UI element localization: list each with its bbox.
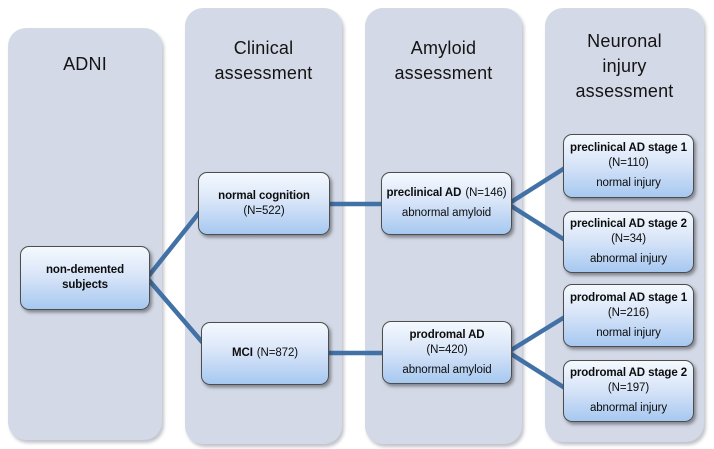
node-count: (N=146) <box>465 187 507 199</box>
node-title: prodromal AD stage 2 <box>569 367 688 379</box>
connector <box>506 313 570 354</box>
node-title: prodromal AD stage 1 <box>569 291 688 304</box>
node-title: prodromal AD <box>409 328 485 341</box>
node-title: preclinical AD stage 2 <box>570 218 687 230</box>
column-title-clinical: Clinical assessment <box>185 36 342 86</box>
connector <box>145 276 211 352</box>
column-title-line: assessment <box>575 81 674 101</box>
column-adni <box>8 28 162 440</box>
node-title: subjects <box>62 279 108 291</box>
column-title-line: assessment <box>394 63 493 83</box>
node-title: non-demented <box>45 264 125 276</box>
node-normal-cognition: normal cognition (N=522) <box>198 172 330 235</box>
node-status: abnormal amyloid <box>401 207 492 219</box>
node-preclinical-ad-stage-2: preclinical AD stage 2 (N=34) abnormal i… <box>563 211 694 273</box>
node-status: abnormal injury <box>589 253 668 265</box>
column-title-line: injury <box>602 56 647 76</box>
node-count: (N=872) <box>256 347 298 359</box>
column-title-line: Clinical <box>233 38 294 58</box>
column-title-adni: ADNI <box>8 52 162 77</box>
node-prodromal-ad-stage-1: prodromal AD stage 1 (N=216) normal inju… <box>563 284 694 347</box>
node-title: preclinical AD <box>386 187 462 199</box>
connector <box>506 202 570 244</box>
connector <box>506 164 570 206</box>
node-title: MCI <box>232 347 253 359</box>
node-non-demented-subjects: non-demented subjects <box>20 246 150 310</box>
node-count: (N=34) <box>611 233 646 245</box>
node-count: (N=420) <box>426 343 468 356</box>
node-status: normal injury <box>596 177 661 189</box>
column-title-line: Neuronal <box>587 31 662 51</box>
node-status: normal injury <box>596 326 661 339</box>
column-title-amyloid: Amyloid assessment <box>365 36 522 86</box>
node-preclinical-ad: preclinical AD(N=146) abnormal amyloid <box>381 172 512 235</box>
column-title-neuronal: Neuronal injury assessment <box>545 29 704 104</box>
node-title: preclinical AD stage 1 <box>570 142 687 154</box>
node-prodromal-ad-stage-2: prodromal AD stage 2 (N=197) abnormal in… <box>563 360 694 422</box>
column-title-line: ADNI <box>63 54 107 74</box>
node-count: (N=197) <box>607 382 650 394</box>
column-title-line: assessment <box>214 63 313 83</box>
node-title: normal cognition <box>218 189 310 202</box>
node-status: abnormal injury <box>589 402 668 414</box>
node-count: (N=110) <box>608 157 649 169</box>
node-mci: MCI(N=872) <box>201 322 329 385</box>
node-preclinical-ad-stage-1: preclinical AD stage 1 (N=110) normal in… <box>563 134 694 198</box>
column-title-line: Amyloid <box>410 38 477 58</box>
node-count: (N=522) <box>243 204 285 217</box>
node-count: (N=216) <box>607 306 650 319</box>
node-prodromal-ad: prodromal AD (N=420) abnormal amyloid <box>382 321 512 384</box>
connector <box>145 202 208 280</box>
connector <box>506 350 570 392</box>
node-status: abnormal amyloid <box>402 363 492 376</box>
